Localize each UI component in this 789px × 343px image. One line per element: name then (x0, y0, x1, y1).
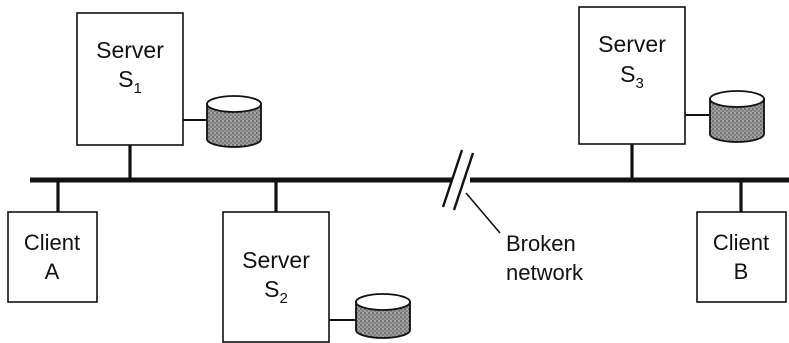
client-b-line2: B (734, 259, 749, 284)
server-s2-subscript-label: S2 (264, 276, 288, 307)
server-s1-box (76, 12, 184, 146)
server-s1-disk-icon (206, 95, 262, 148)
client-b-box (696, 211, 787, 303)
server-s1-label: Server (96, 37, 164, 63)
server-s2-box (222, 211, 330, 343)
server-s2-label: Server (242, 247, 310, 273)
break-mark-left (441, 149, 464, 208)
server-s1-subscript-label: S1 (118, 66, 142, 97)
server-s2-disk-icon (355, 293, 411, 339)
broken-network-line1: Broken (506, 231, 576, 256)
server-s3-box (578, 6, 686, 145)
client-b: Client B (696, 180, 787, 303)
broken-network-line2: network (506, 260, 584, 285)
client-b-line1: Client (713, 230, 769, 255)
break-mark-right (452, 152, 475, 211)
client-a-box (7, 211, 98, 303)
server-s1: Server S1 (76, 12, 262, 180)
client-a-line2: A (45, 259, 60, 284)
client-a-line1: Client (24, 230, 80, 255)
broken-network-label: Broken network (506, 231, 584, 285)
server-s2: Server S2 (222, 180, 411, 343)
server-s3-label: Server (598, 31, 666, 57)
server-s3: Server S3 (578, 6, 765, 180)
server-s3-subscript-label: S3 (620, 61, 644, 92)
break-leader-line (465, 192, 501, 234)
server-s3-disk-icon (709, 90, 765, 143)
client-a: Client A (7, 180, 98, 303)
